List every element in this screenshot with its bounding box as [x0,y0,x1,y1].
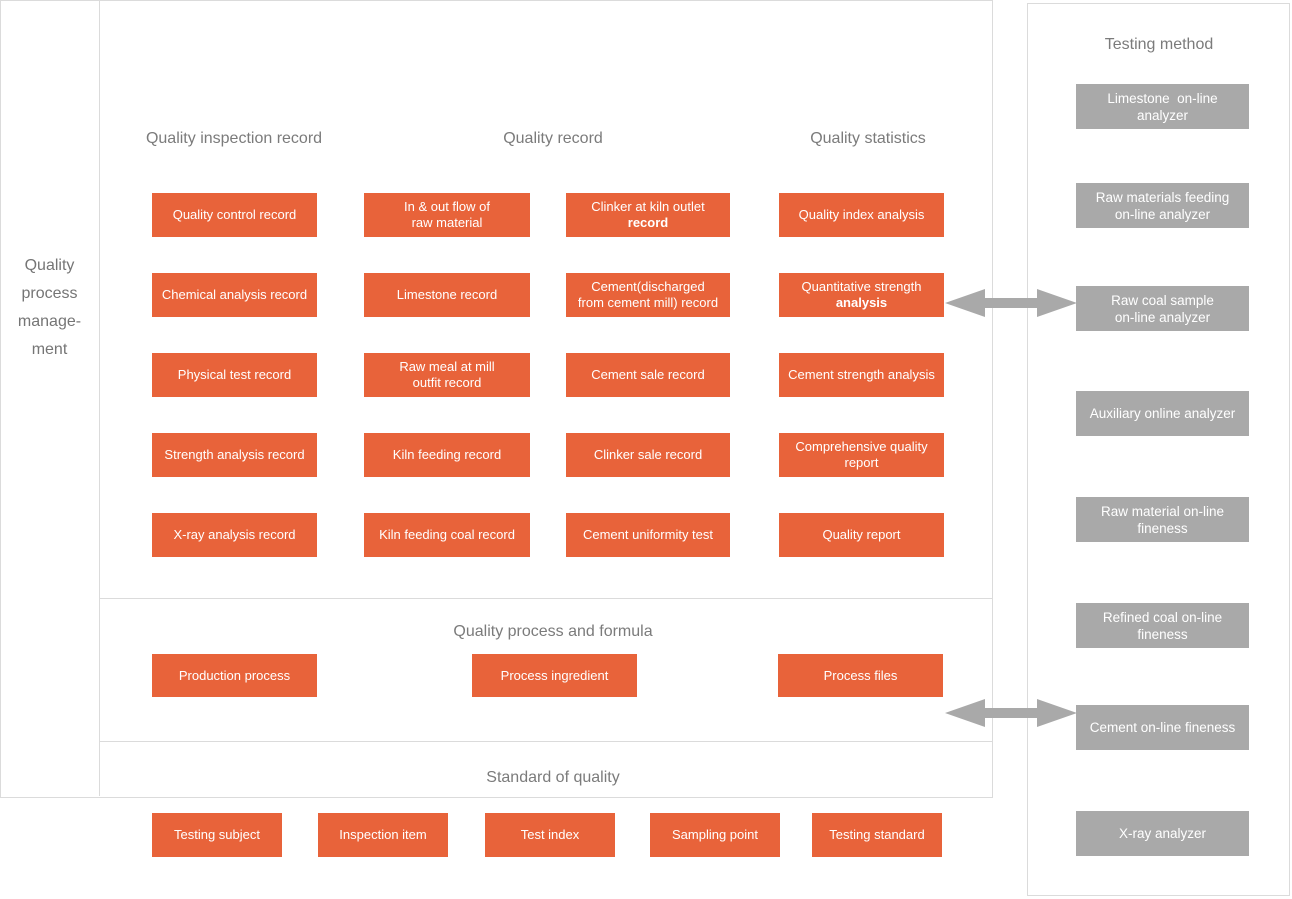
btn-line1: Clinker at kiln outlet [591,199,705,214]
btn-line1: Quantitative strength [801,279,922,294]
btn-production-process[interactable]: Production process [152,654,317,697]
quality-process-management-label: Quality process manage- ment [0,0,100,796]
btn-cement-sale-record[interactable]: Cement sale record [566,353,730,397]
label-text: Quality [24,257,75,274]
btn-kiln-feeding-record[interactable]: Kiln feeding record [364,433,530,477]
header-quality-statistics: Quality statistics [810,130,926,147]
btn-xray-analysis-record[interactable]: X-ray analysis record [152,513,317,557]
btn-raw-materials-feeding-online-analyzer[interactable]: Raw materials feeding on-line analyzer [1076,183,1249,228]
btn-physical-test-record[interactable]: Physical test record [152,353,317,397]
btn-chemical-analysis-record[interactable]: Chemical analysis record [152,273,317,317]
btn-in-out-flow-raw-material[interactable]: In & out flow of raw material [364,193,530,237]
btn-quality-index-analysis-stat[interactable]: Quality index analysis [779,193,944,237]
btn-refined-coal-online-fineness[interactable]: Refined coal on-line fineness [1076,603,1249,648]
btn-cement-discharged-record[interactable]: Cement(discharged from cement mill) reco… [566,273,730,317]
btn-cement-strength-analysis[interactable]: Cement strength analysis [779,353,944,397]
btn-raw-coal-sample-online-analyzer[interactable]: Raw coal sample on-line analyzer [1076,286,1249,331]
testing-method-panel [1027,3,1290,896]
btn-test-index[interactable]: Test index [485,813,615,857]
btn-raw-meal-mill-outfit-record[interactable]: Raw meal at mill outfit record [364,353,530,397]
btn-kiln-feeding-coal-record[interactable]: Kiln feeding coal record [364,513,530,557]
header-testing-method: Testing method [1104,36,1214,53]
btn-raw-material-online-fineness[interactable]: Raw material on-line fineness [1076,497,1249,542]
btn-clinker-sale-record[interactable]: Clinker sale record [566,433,730,477]
label-text: process [21,285,78,302]
btn-sampling-point[interactable]: Sampling point [650,813,780,857]
section-divider [100,598,992,599]
btn-quality-control-record[interactable]: Quality control record [152,193,317,237]
btn-xray-analyzer[interactable]: X-ray analyzer [1076,811,1249,856]
btn-line2: analysis [835,295,888,310]
header-standard-of-quality: Standard of quality [486,769,620,786]
btn-auxiliary-online-analyzer[interactable]: Auxiliary online analyzer [1076,391,1249,436]
btn-cement-uniformity-test[interactable]: Cement uniformity test [566,513,730,557]
btn-quantitative-strength-analysis[interactable]: Quantitative strength analysis [779,273,944,317]
label-text: ment [31,341,68,358]
btn-line2: record [627,215,669,230]
header-quality-inspection-record: Quality inspection record [145,130,323,147]
btn-comprehensive-quality-report[interactable]: Comprehensive quality report [779,433,944,477]
label-text: manage- [17,313,82,330]
header-quality-record: Quality record [503,130,603,147]
btn-inspection-item[interactable]: Inspection item [318,813,448,857]
btn-quality-report[interactable]: Quality report [779,513,944,557]
btn-cement-online-fineness[interactable]: Cement on-line fineness [1076,705,1249,750]
btn-limestone-record[interactable]: Limestone record [364,273,530,317]
btn-limestone-online-analyzer[interactable]: Limestone on-line analyzer [1076,84,1249,129]
section-divider [100,741,992,742]
btn-process-ingredient[interactable]: Process ingredient [472,654,637,697]
btn-strength-analysis-record[interactable]: Strength analysis record [152,433,317,477]
btn-clinker-at-kiln-outlet-record[interactable]: Clinker at kiln outlet record [566,193,730,237]
btn-process-files[interactable]: Process files [778,654,943,697]
header-quality-process-and-formula: Quality process and formula [453,623,653,640]
double-arrow-process-fineness [945,699,1077,727]
double-arrow-strength-analyzer [945,289,1077,317]
btn-testing-standard[interactable]: Testing standard [812,813,942,857]
btn-testing-subject[interactable]: Testing subject [152,813,282,857]
